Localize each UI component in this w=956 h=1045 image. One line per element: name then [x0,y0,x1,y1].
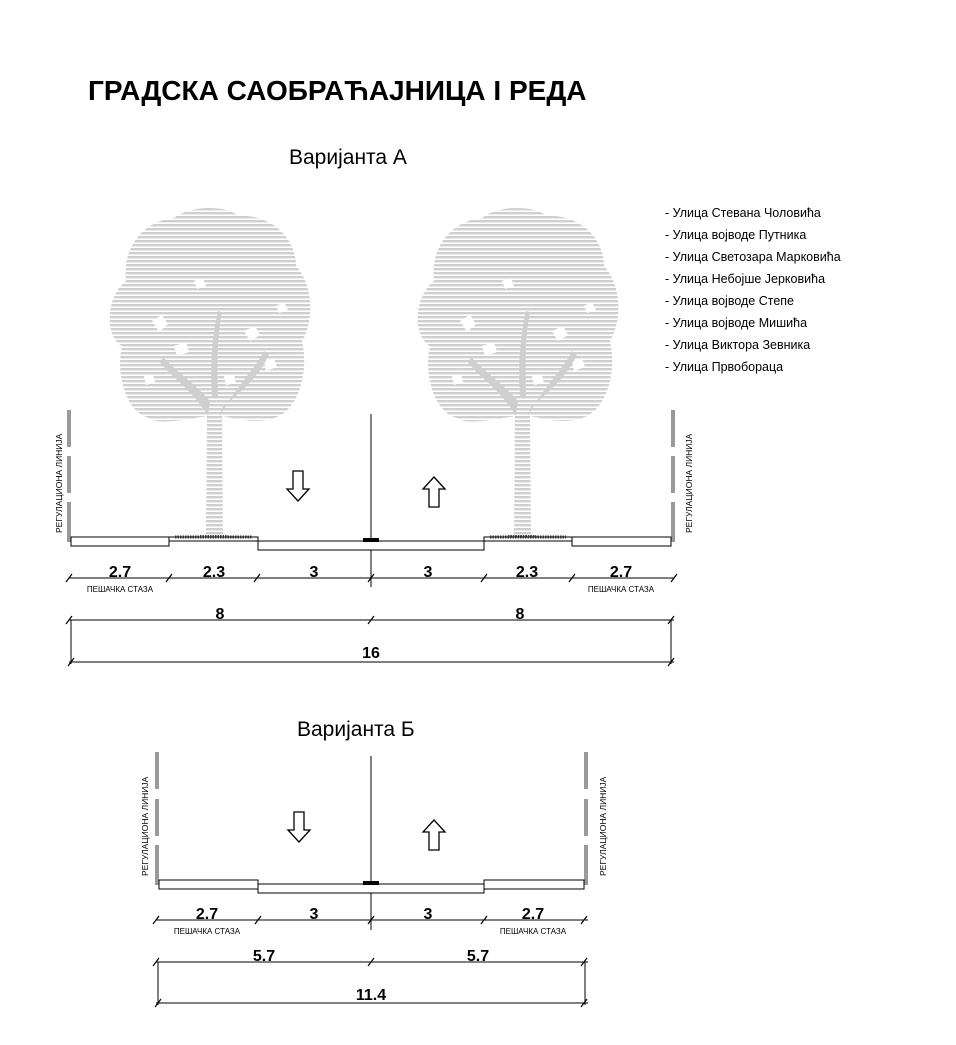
arrow-down-icon [286,470,310,502]
street-list-item: - Улица Виктора Зевника [665,338,810,352]
street-list-item: - Улица Светозара Марковића [665,250,841,264]
sidewalk-label: ПЕШАЧКА СТАЗА [588,585,655,594]
dimension-label: 8 [516,606,525,623]
dimension-label: 11.4 [356,987,386,1004]
road-profile-b [158,879,585,894]
dimension-line-total-a [67,657,675,667]
arrow-up-icon [422,819,446,851]
dimension-label: 5.7 [467,948,489,965]
sidewalk-label: ПЕШАЧКА СТАЗА [174,927,241,936]
regulation-line-left [67,410,71,542]
dimension-label: 2.7 [196,906,218,923]
variant-a-heading: Варијанта А [289,146,407,169]
dimension-label: 3 [310,906,319,923]
dimension-line-halves-b [152,957,588,1005]
street-list-item: - Улица Стевана Чоловића [665,206,821,220]
tree-left-icon [108,206,312,537]
dimension-line-total-b [154,998,588,1008]
tree-right-icon [416,206,620,537]
dimension-label: 8 [216,606,225,623]
road-profile-a [70,535,672,551]
dimension-label: 3 [310,564,319,581]
dimension-label: 3 [424,906,433,923]
street-list-item: - Улица војводе Мишића [665,316,807,330]
regulation-line-right [584,752,588,885]
dimension-label: 2.7 [109,564,131,581]
sidewalk-label: ПЕШАЧКА СТАЗА [500,927,567,936]
dimension-label: 3 [424,564,433,581]
dimension-label: 5.7 [253,948,275,965]
dimension-label: 2.7 [522,906,544,923]
regulation-line-left [155,752,159,885]
dimension-line-halves-a [65,615,675,664]
street-list-item: - Улица војводе Степе [665,294,794,308]
dimension-label: 2.3 [203,564,225,581]
dimension-line-segments-b [152,915,588,925]
street-list-item: - Улица Првобораца [665,360,783,374]
dimension-label: 16 [362,645,380,662]
regulation-line-label: РЕГУЛАЦИОНА ЛИНИЈА [598,776,608,876]
dimension-label: 2.7 [610,564,632,581]
street-list-item: - Улица војводе Путника [665,228,806,242]
variant-b-heading: Варијанта Б [297,718,415,741]
regulation-line-right [671,410,675,542]
regulation-line-label: РЕГУЛАЦИОНА ЛИНИЈА [684,433,694,533]
regulation-line-label: РЕГУЛАЦИОНА ЛИНИЈА [140,776,150,876]
sidewalk-label: ПЕШАЧКА СТАЗА [87,585,154,594]
street-list: - Улица Стевана Чоловића - Улица војводе… [665,206,841,374]
dimension-line-segments-a [65,573,678,583]
arrow-down-icon [287,811,311,843]
regulation-line-label: РЕГУЛАЦИОНА ЛИНИЈА [54,433,64,533]
street-list-item: - Улица Небојше Јерковића [665,272,825,286]
diagram-title: ГРАДСКА САОБРАЋАЈНИЦА I РЕДА [88,75,587,106]
arrow-up-icon [422,476,446,508]
dimension-label: 2.3 [516,564,538,581]
